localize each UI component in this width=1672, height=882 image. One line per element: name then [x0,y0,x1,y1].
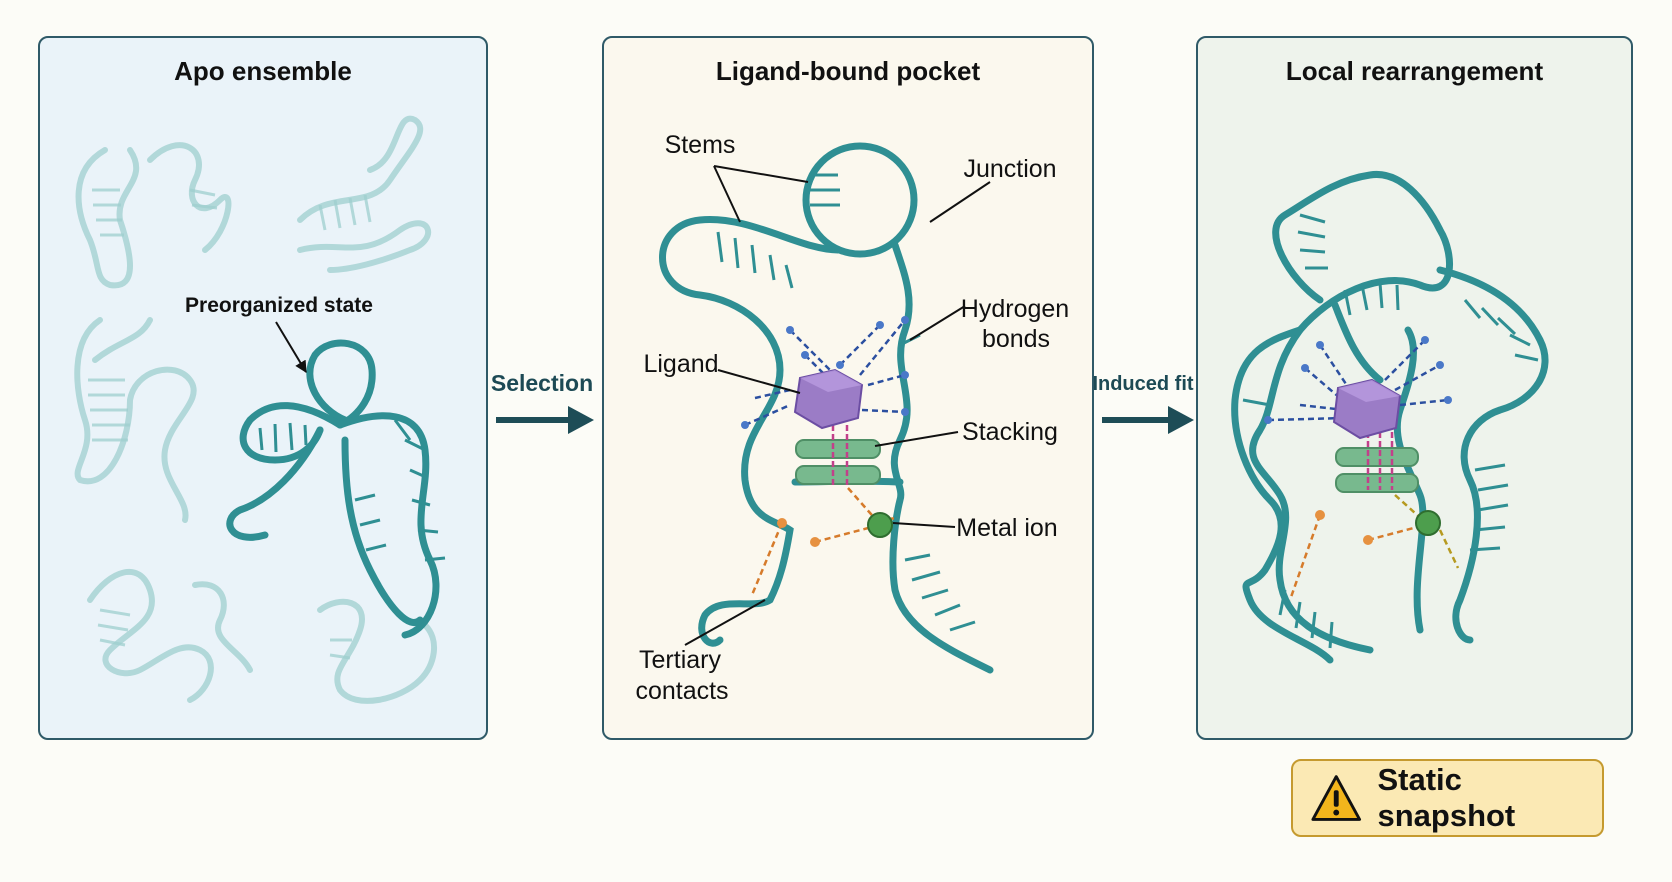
bound-hydrogen-bonds [744,319,906,427]
label-junction: Junction [963,155,1056,183]
preorganized-base-ticks [258,419,446,562]
rearranged-tertiary-nodes [1315,510,1373,545]
label-stems: Stems [665,131,736,159]
label-hydrogen-bonds-1: Hydrogen [961,295,1069,323]
static-snapshot-badge: Static snapshot [1291,759,1604,837]
bound-hbond-nodes [741,316,909,429]
preorganized-rna [226,339,440,639]
rearranged-base-ticks [1242,213,1539,649]
bound-metal-ion [867,512,893,538]
apo-ensemble-panel: Apo ensemble [38,36,488,740]
rearranged-tertiary-contacts [1288,514,1426,601]
faded-base-ticks [88,188,372,660]
badge-label: Static snapshot [1377,762,1516,833]
label-stacking: Stacking [962,418,1058,446]
bound-stacking-bases [795,439,881,485]
label-metal-ion: Metal ion [956,514,1057,542]
label-ligand: Ligand [643,350,718,378]
rearranged-hydrogen-bonds [1267,339,1449,422]
preorganized-pointer [275,321,307,374]
induced-fit-arrow [1102,406,1194,434]
selection-label: Selection [491,370,593,396]
rearranged-hbond-nodes [1264,336,1452,424]
apo-panel-title: Apo ensemble [174,56,352,86]
bound-stacking-lines [831,425,849,485]
bound-leader-lines [684,165,991,646]
preorganized-label: Preorganized state [185,294,373,317]
rearranged-stacking-lines [1366,432,1394,490]
label-tertiary-1: Tertiary [639,646,721,674]
bound-tertiary-contacts [750,487,899,596]
rearrangement-panel-title: Local rearrangement [1285,56,1544,86]
faded-conformers [74,115,438,704]
induced-fit-label: Induced fit [1092,373,1193,395]
label-tertiary-2: contacts [635,677,728,705]
rearranged-stacking-bases [1335,447,1419,493]
bound-panel-title: Ligand-bound pocket [715,56,981,86]
bound-tertiary-nodes [777,518,820,547]
warning-icon [1311,775,1362,821]
label-hydrogen-bonds-2: bonds [982,325,1050,353]
selection-arrow [496,406,594,434]
rearranged-metal-ion [1415,510,1441,536]
